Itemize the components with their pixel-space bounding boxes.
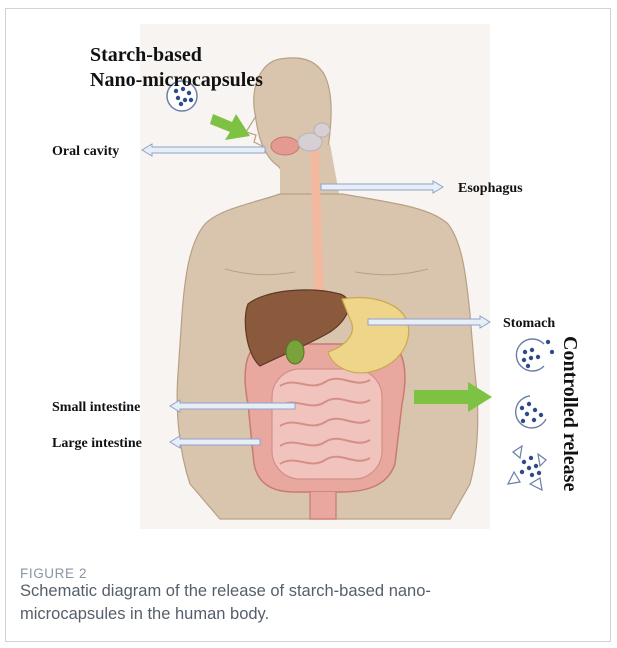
label-controlled-release: Controlled release [559,336,581,491]
title-line-2: Nano-microcapsules [90,69,263,91]
figure-label: FIGURE 2 [20,566,87,581]
label-esophagus: Esophagus [458,181,523,196]
label-small-intestine: Small intestine [52,400,140,415]
release-diagram: Starch-based Nano-microcapsules Oral cav… [10,14,607,542]
label-oral-cavity: Oral cavity [52,144,119,159]
title-line-1: Starch-based [90,44,202,66]
label-stomach: Stomach [503,316,555,331]
released-capsule-icons [508,339,554,490]
figure-caption: Schematic diagram of the release of star… [20,580,490,626]
label-large-intestine: Large intestine [52,436,142,451]
